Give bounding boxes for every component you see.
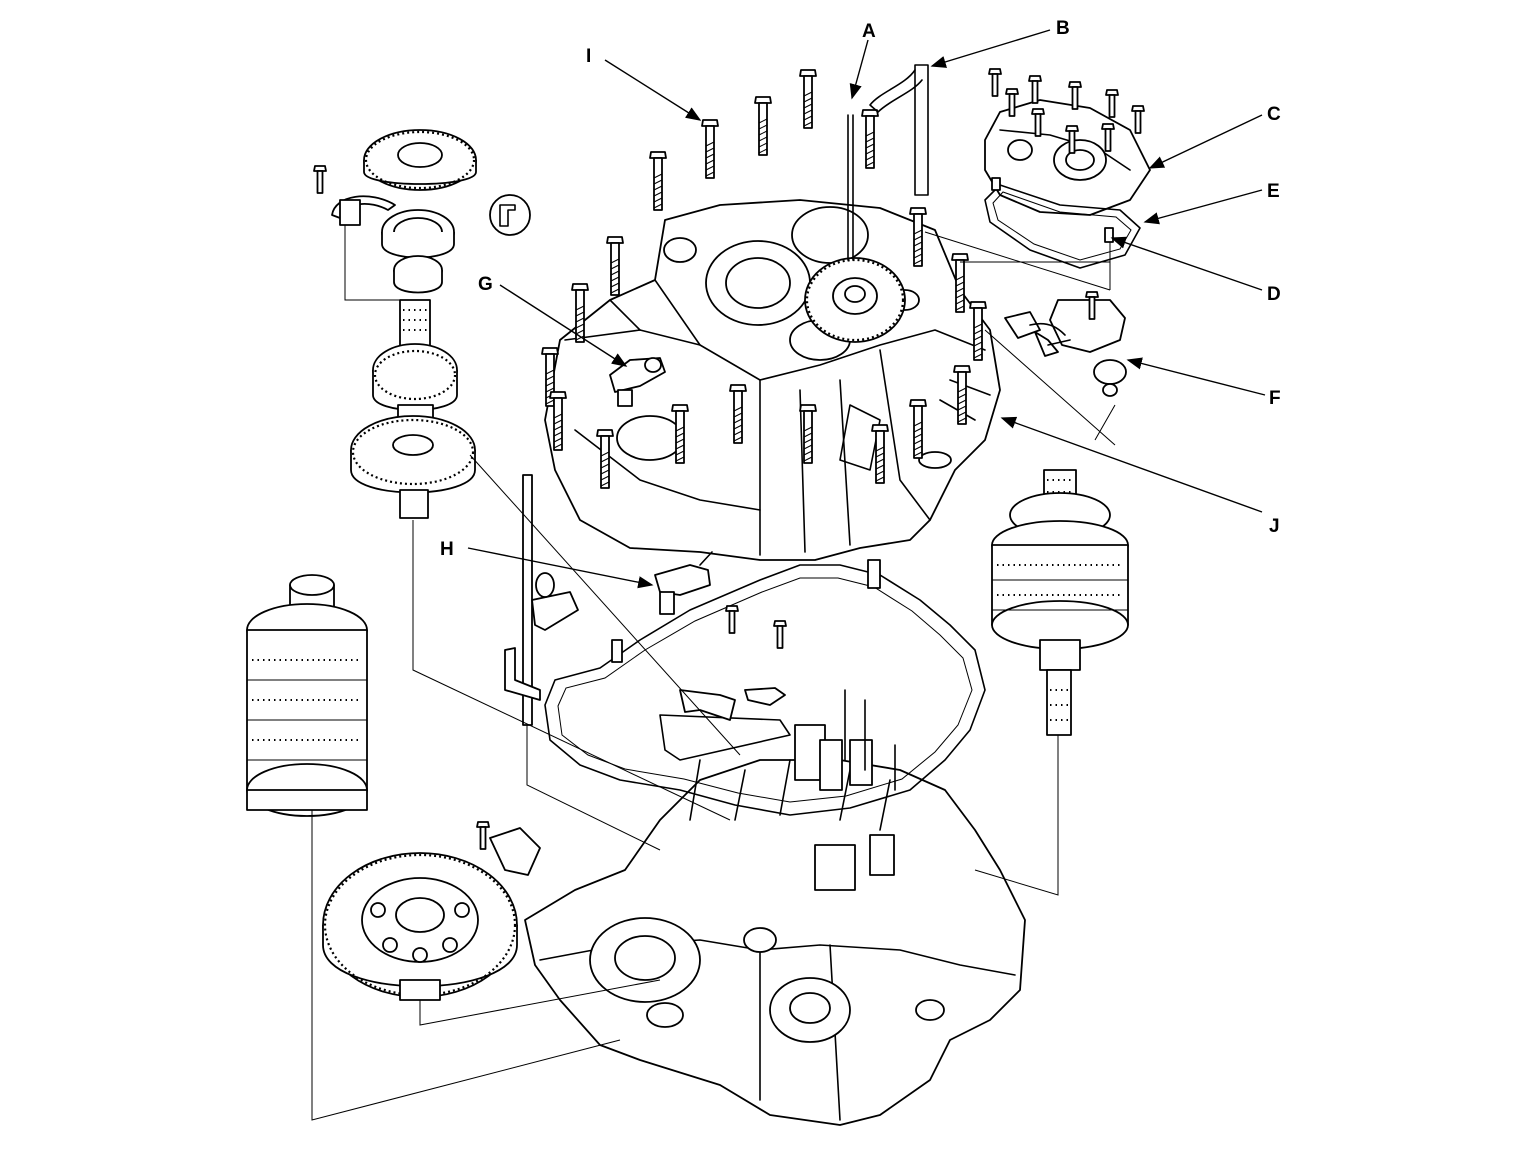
callout-f: F [1269, 388, 1281, 409]
callout-e: E [1267, 181, 1280, 202]
alignment-lines [311, 225, 1059, 1121]
atf-pipe [869, 64, 929, 196]
end-cover [984, 68, 1151, 216]
callout-i: I [586, 46, 591, 67]
callout-labels: A B C E D F J I G H [440, 18, 1281, 560]
dowel-pin [991, 177, 1114, 243]
callout-c: C [1267, 104, 1281, 125]
leader-line-j [1000, 416, 1263, 513]
lower-case [524, 689, 1026, 1126]
sensor-alignment-line [984, 329, 1116, 446]
leader-line-c [1148, 114, 1263, 169]
leader-line-e [1143, 189, 1263, 225]
dipstick-rod [847, 114, 854, 261]
left-clutch-drum [246, 574, 368, 817]
sealant-symbol [489, 194, 531, 236]
lower-bolts [611, 559, 881, 663]
leader-line-b [930, 29, 1051, 68]
sensor-assembly [1004, 291, 1127, 397]
speed-sensor [654, 551, 713, 615]
callout-d: D [1267, 284, 1281, 305]
leader-line-i [604, 59, 702, 121]
mainshaft-clutch-assembly [991, 469, 1129, 736]
leader-line-g [499, 284, 628, 367]
needle-bearing [393, 255, 443, 294]
leader-line-h [467, 547, 654, 589]
bearing [381, 209, 455, 259]
case-gasket [544, 564, 986, 816]
leader-line-f [1126, 357, 1266, 396]
snap-ring [313, 165, 396, 226]
differential-gear [322, 821, 541, 1001]
callout-j: J [1269, 516, 1280, 537]
upper-gear [363, 129, 477, 191]
leader-lines [467, 29, 1266, 589]
end-cover-alignment-line [924, 231, 1111, 291]
callout-a: A [862, 21, 876, 42]
leader-line-d [1110, 236, 1263, 291]
secondary-shaft [350, 299, 476, 519]
leader-line-a [849, 39, 869, 100]
callout-h: H [440, 539, 454, 560]
housing-gear [804, 257, 906, 343]
shift-shaft [504, 474, 579, 726]
callout-b: B [1056, 18, 1070, 39]
callout-g: G [478, 274, 493, 295]
valve-body-plate [659, 687, 791, 761]
